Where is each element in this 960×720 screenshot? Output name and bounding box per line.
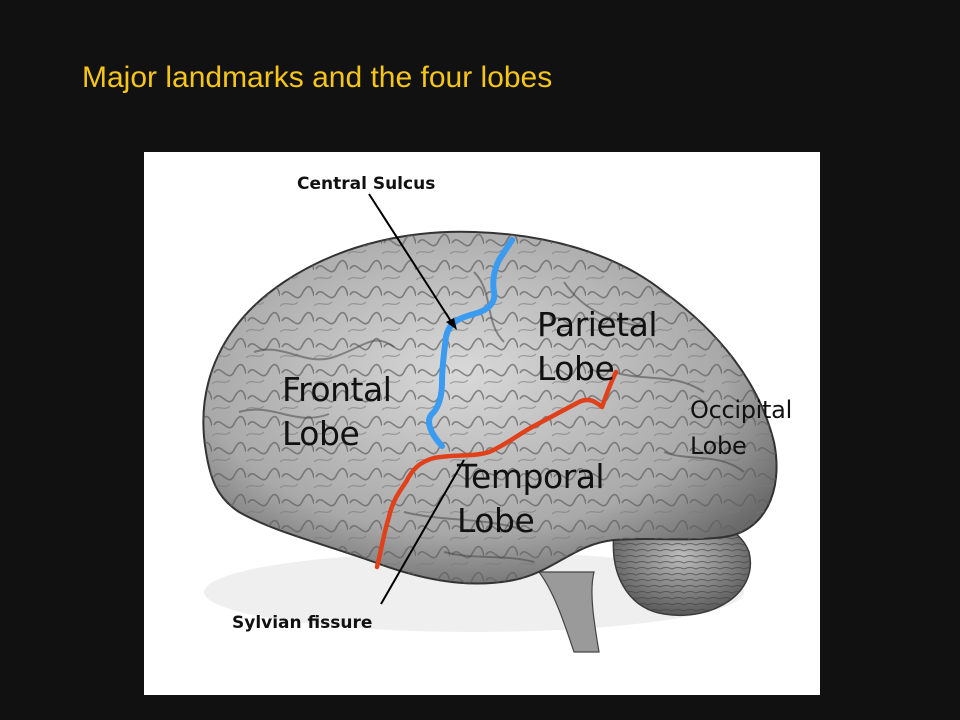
central-sulcus-label: Central Sulcus <box>297 174 436 194</box>
brainstem <box>537 571 600 653</box>
cerebrum-gyri <box>203 231 777 584</box>
occipital-lobe-line2: Lobe <box>690 432 747 460</box>
brain-figure: Central Sulcus Sylvian fissure Frontal L… <box>144 152 820 695</box>
temporal-lobe-line1: Temporal <box>457 457 605 496</box>
sylvian-fissure-pointer <box>380 459 465 605</box>
parietal-lobe-line1: Parietal <box>537 305 658 344</box>
cerebellum-folia <box>613 516 751 616</box>
parietal-lobe-line2: Lobe <box>537 349 615 388</box>
occipital-lobe-line1: Occipital <box>690 396 792 424</box>
central-sulcus-line <box>426 237 515 449</box>
frontal-lobe-line2: Lobe <box>282 414 360 453</box>
sylvian-fissure-line <box>374 369 619 570</box>
temporal-lobe-label: Temporal Lobe <box>457 455 605 543</box>
frontal-lobe-label: Frontal Lobe <box>282 368 392 456</box>
central-sulcus-arrowhead <box>446 318 457 330</box>
central-sulcus-pointer <box>368 193 455 327</box>
slide-title: Major landmarks and the four lobes <box>82 61 553 94</box>
brain-illustration <box>202 193 778 653</box>
temporal-lobe-line2: Lobe <box>457 501 535 540</box>
sylvian-fissure-label: Sylvian fissure <box>232 613 373 633</box>
brain-shadow <box>204 552 744 632</box>
occipital-lobe-label: Occipital Lobe <box>690 392 792 464</box>
sulci <box>238 271 745 563</box>
parietal-lobe-label: Parietal Lobe <box>537 303 658 391</box>
frontal-lobe-line1: Frontal <box>282 370 392 409</box>
